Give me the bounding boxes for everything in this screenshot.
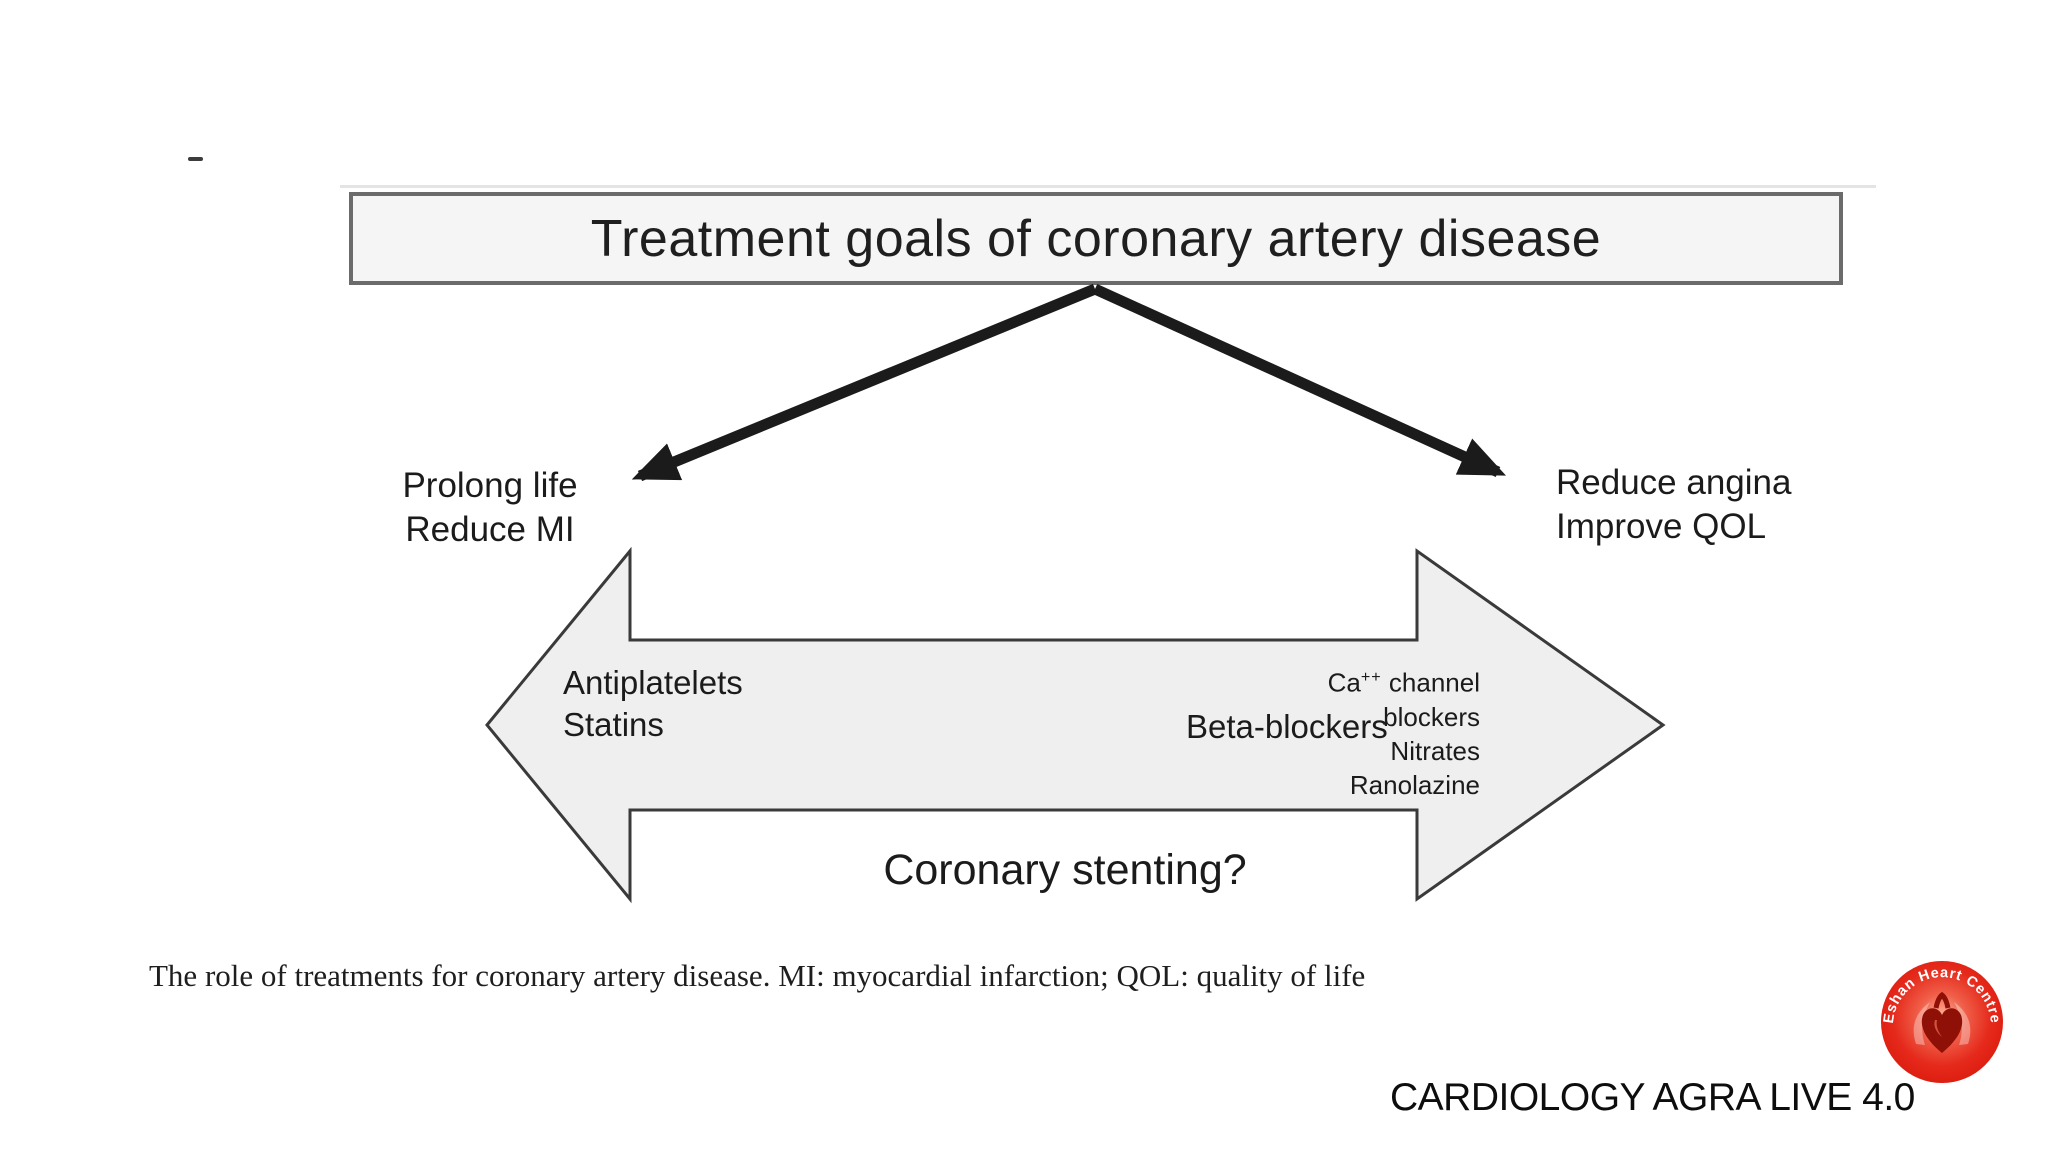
title-box: Treatment goals of coronary artery disea…: [349, 192, 1843, 285]
goal-left-label: Prolong life Reduce MI: [375, 464, 605, 552]
treatment-ca-channel: Ca++ channel: [1270, 660, 1480, 700]
treatment-beta-blockers: Beta-blockers: [1186, 708, 1388, 745]
heart-icon: [1921, 1008, 1963, 1053]
goal-right-line2: Improve QOL: [1556, 507, 1767, 546]
logo-flame-right-icon: [1954, 1002, 1971, 1045]
scan-artifact-line: [340, 185, 1876, 188]
logo-container: Eshan Heart Centre: [1880, 960, 2004, 1084]
treatment-nitrates: Nitrates: [1390, 735, 1480, 766]
goal-left-line2: Reduce MI: [405, 510, 575, 549]
logo-flame-left-icon: [1913, 1002, 1930, 1045]
logo-heart-vessels-icon: [1933, 991, 1951, 1009]
goal-right-line1: Reduce angina: [1556, 463, 1792, 502]
treatment-antiplatelets: Antiplatelets: [563, 664, 743, 701]
slide-title: Treatment goals of coronary artery disea…: [590, 209, 1602, 268]
connector-to-reduce-angina-icon: [1092, 283, 1507, 478]
treatment-statins: Statins: [563, 706, 664, 743]
heart-highlight-icon: [1934, 1020, 1942, 1037]
goal-right-label: Reduce angina Improve QOL: [1556, 461, 1791, 549]
treatments-right-label: Ca++ channel blockers Nitrates Ranolazin…: [1270, 660, 1480, 802]
coronary-stenting-label: Coronary stenting?: [883, 846, 1247, 894]
goal-left-line1: Prolong life: [402, 466, 578, 505]
eshan-heart-centre-logo: Eshan Heart Centre: [1881, 961, 2003, 1083]
double-headed-arrow-shape: [485, 546, 1666, 904]
event-title: CARDIOLOGY AGRA LIVE 4.0: [1390, 1076, 1915, 1119]
ca-superscript: ++: [1360, 668, 1382, 686]
treatment-ca-blockers: blockers: [1383, 701, 1480, 732]
figure-caption: The role of treatments for coronary arte…: [149, 958, 1366, 993]
treatments-left-label: Antiplatelets Statins: [563, 662, 743, 746]
treatment-ranolazine: Ranolazine: [1349, 769, 1480, 800]
ca-channel-text: channel: [1381, 667, 1480, 698]
connector-to-prolong-life-icon: [631, 283, 1098, 482]
ca-base-text: Ca: [1327, 667, 1361, 698]
stray-dash-mark: [188, 157, 203, 161]
